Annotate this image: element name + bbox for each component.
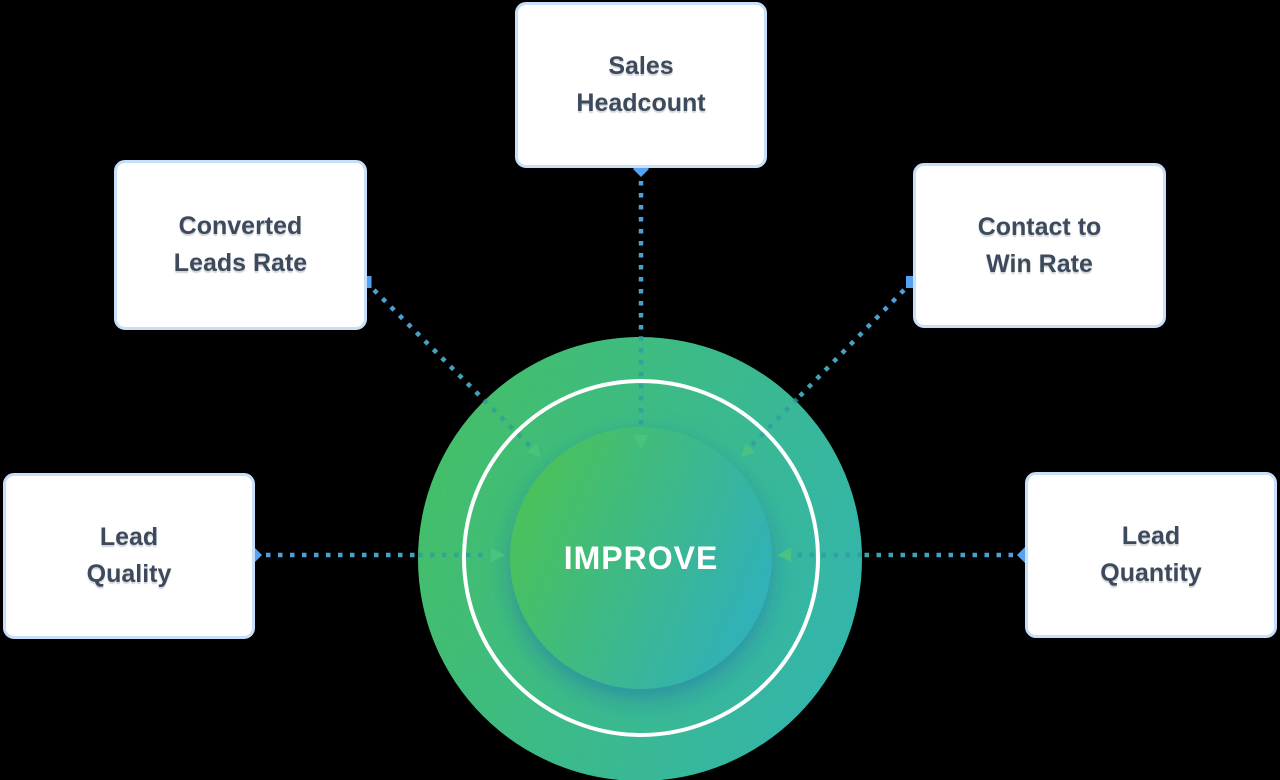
connector-lines bbox=[266, 181, 1013, 558]
node-label-line1: Lead bbox=[99, 523, 159, 551]
white-ring bbox=[462, 379, 820, 737]
arrowhead-left-icon bbox=[777, 548, 791, 562]
arrowhead-downright-icon bbox=[527, 443, 541, 457]
node-label-line2: Win Rate bbox=[986, 249, 1093, 278]
node-label-line1: Sales bbox=[608, 52, 674, 80]
arrowhead-right-icon bbox=[491, 548, 505, 562]
node-converted-leads-rate: Converted Leads Rate bbox=[114, 160, 367, 330]
node-label-line1: Contact to bbox=[977, 212, 1102, 241]
arrowhead-down-icon bbox=[634, 435, 648, 449]
connector-upperright-outer bbox=[795, 288, 906, 401]
improve-circle-group bbox=[418, 337, 862, 780]
connector-arrowheads bbox=[491, 435, 791, 562]
arrowhead-downleft-icon bbox=[741, 443, 755, 457]
connector-upperleft-outer bbox=[372, 288, 486, 402]
node-label-line2: Quality bbox=[86, 560, 172, 588]
node-lead-quality: Lead Quality bbox=[3, 473, 255, 639]
node-contact-to-win-rate: Contact to Win Rate bbox=[913, 163, 1166, 328]
node-label-line2: Leads Rate bbox=[173, 249, 308, 277]
node-label-line1: Converted bbox=[178, 212, 303, 240]
node-label-line2: Quantity bbox=[1100, 559, 1202, 587]
inner-circle bbox=[510, 427, 772, 689]
node-label-line2: Headcount bbox=[576, 89, 706, 117]
node-sales-headcount: Sales Headcount bbox=[515, 2, 767, 168]
node-lead-quantity: Lead Quantity bbox=[1025, 472, 1277, 638]
node-label-line1: Lead bbox=[1121, 522, 1181, 550]
